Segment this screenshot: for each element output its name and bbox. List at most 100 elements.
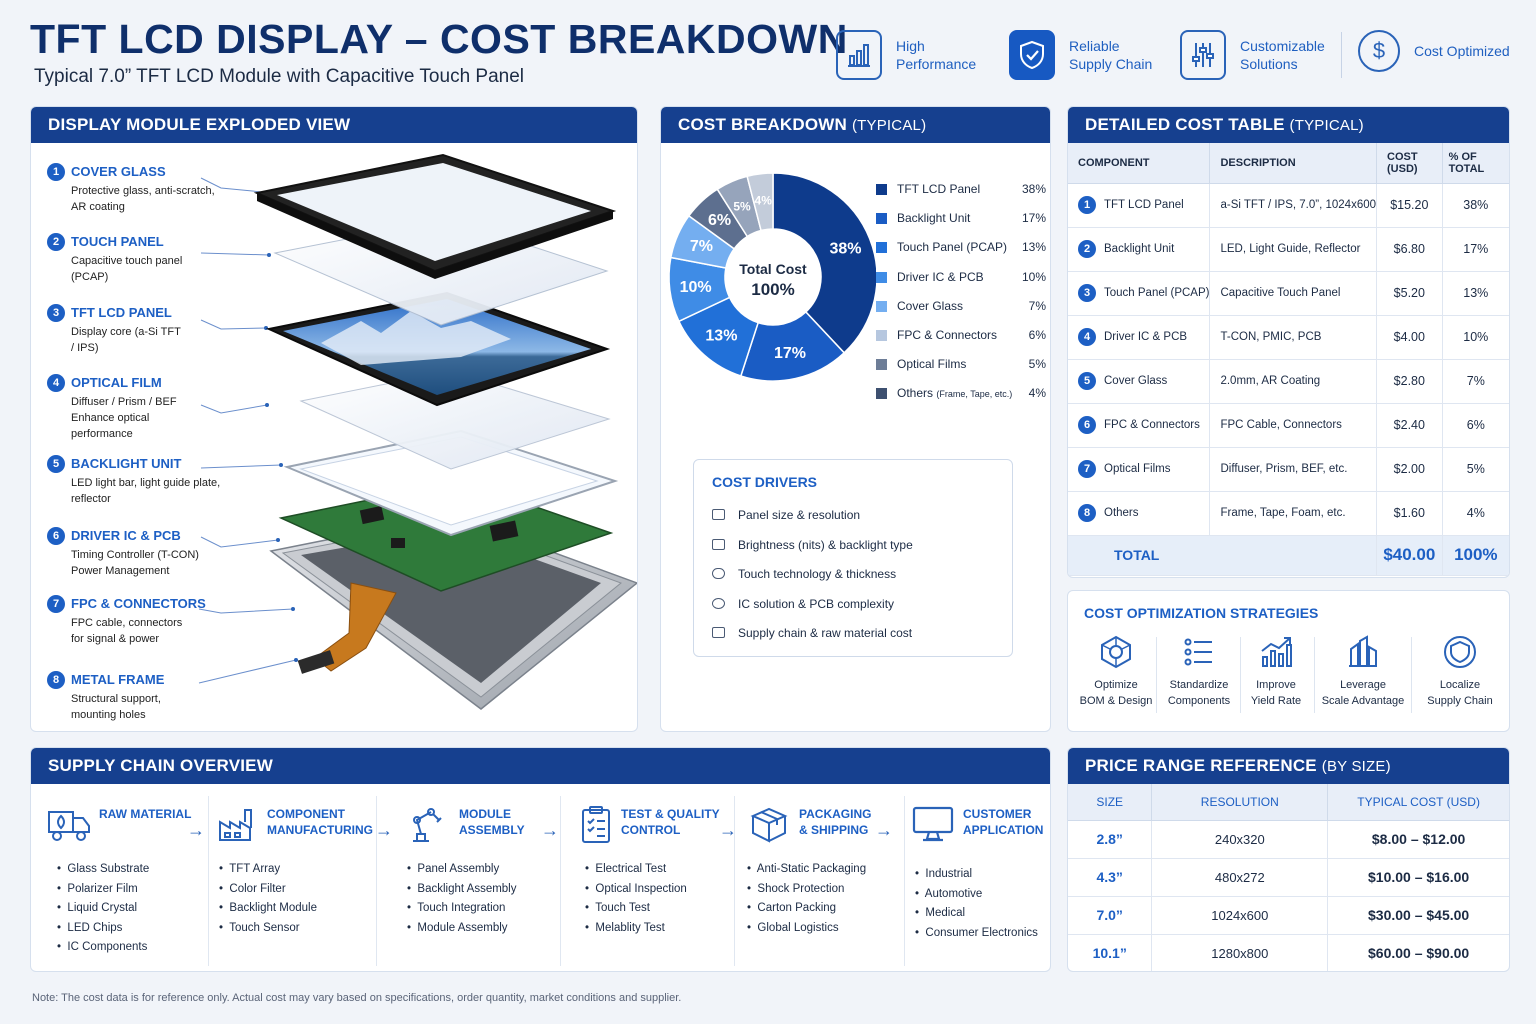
step-title-text: CONTROL bbox=[621, 823, 681, 837]
list-item: • Polarizer Film bbox=[57, 882, 138, 895]
strategy-label: Components bbox=[1167, 695, 1231, 707]
layer-number: 1 bbox=[47, 163, 65, 181]
description-cell: FPC Cable, Connectors bbox=[1209, 403, 1378, 448]
table-row: 7.0”1024x600$30.00 – $45.00 bbox=[1068, 896, 1509, 935]
legend-value: 5% bbox=[1028, 357, 1046, 372]
list-item-text: LED Chips bbox=[67, 921, 123, 934]
panel-title: PRICE RANGE REFERENCE bbox=[1085, 756, 1317, 775]
list-item: • Backlight Assembly bbox=[407, 882, 517, 895]
component-name: Optical Films bbox=[1104, 463, 1171, 475]
size-cell: 10.1” bbox=[1068, 934, 1153, 971]
legend-swatch bbox=[876, 213, 887, 225]
layer-number: 2 bbox=[47, 233, 65, 251]
list-item-text: Automotive bbox=[924, 887, 983, 900]
table-row: 2.8”240x320$8.00 – $12.00 bbox=[1068, 820, 1509, 859]
layer-title: METAL FRAME bbox=[71, 672, 165, 687]
strategy-label: BOM & Design bbox=[1079, 695, 1153, 707]
layer-title: BACKLIGHT UNIT bbox=[71, 456, 182, 471]
list-item: • Shock Protection bbox=[747, 882, 845, 895]
description-cell: T-CON, PMIC, PCB bbox=[1209, 315, 1378, 360]
cost-driver-text: IC solution & PCB complexity bbox=[738, 597, 895, 611]
layer-desc: LED light bar, light guide plate, reflec… bbox=[71, 477, 221, 505]
size-cell: 2.8” bbox=[1068, 820, 1153, 859]
pie-slice-label: 7% bbox=[690, 238, 713, 255]
feature-label: Solutions bbox=[1240, 56, 1298, 72]
step-title-text: TEST & QUALITY bbox=[621, 807, 720, 821]
list-item: • Carton Packing bbox=[747, 902, 837, 914]
pie-slice-label: 5% bbox=[733, 199, 751, 213]
pct-cell: 6% bbox=[1442, 403, 1509, 448]
list-item-text: Carton Packing bbox=[757, 902, 837, 914]
buildings-icon bbox=[1349, 635, 1377, 667]
layer-title: DRIVER IC & PCB bbox=[71, 528, 181, 543]
pct-cell: 7% bbox=[1442, 359, 1509, 404]
clipboard-icon bbox=[582, 806, 610, 843]
description-cell: 2.0mm, AR Coating bbox=[1209, 359, 1378, 404]
list-item-text: Panel Assembly bbox=[417, 863, 500, 875]
layer-number: 5 bbox=[47, 455, 65, 473]
cost-table: COMPONENT DESCRIPTION COST (USD) % OF TO… bbox=[1068, 143, 1509, 576]
pie-slice bbox=[739, 310, 846, 382]
layer-desc: Diffuser / Prism / BEF Enhance optical p… bbox=[71, 396, 177, 440]
panel-title: DETAILED COST TABLE bbox=[1085, 115, 1285, 134]
monitor-icon bbox=[912, 806, 954, 842]
cost-driver-item: Touch technology & thickness bbox=[712, 567, 896, 581]
step-title: PACKAGING& SHIPPING bbox=[799, 806, 871, 838]
component-name: Driver IC & PCB bbox=[1104, 331, 1188, 343]
step-list: • Glass Substrate • Polarizer Film • Liq… bbox=[57, 860, 149, 958]
list-item-text: Glass Substrate bbox=[67, 863, 150, 875]
pct-cell: 10% bbox=[1442, 315, 1509, 360]
divider bbox=[1240, 637, 1241, 713]
price-cell: $60.00 – $90.00 bbox=[1327, 934, 1509, 971]
total-label: TOTAL bbox=[1068, 535, 1378, 576]
strategy-label: Optimize bbox=[1094, 679, 1138, 691]
column-header: % OF TOTAL bbox=[1442, 143, 1509, 184]
supply-chain-panel: SUPPLY CHAIN OVERVIEW RAW MATERIAL • Gla… bbox=[30, 747, 1051, 972]
price-cell: $30.00 – $45.00 bbox=[1327, 896, 1509, 935]
step-list: • Electrical Test • Optical Inspection •… bbox=[585, 860, 687, 938]
bar-chart-icon bbox=[836, 30, 882, 80]
cost-driver-text: Brightness (nits) & backlight type bbox=[738, 538, 913, 552]
panel-header: COST BREAKDOWN (TYPICAL) bbox=[661, 107, 1050, 143]
list-item: • Glass Substrate bbox=[57, 863, 150, 875]
brightness-icon bbox=[712, 539, 725, 550]
list-item: • Touch Sensor bbox=[219, 921, 300, 934]
legend-value: 38% bbox=[1021, 182, 1046, 196]
list-item: • Industrial bbox=[915, 868, 973, 880]
list-item: • Color Filter bbox=[219, 882, 286, 895]
panel-header: SUPPLY CHAIN OVERVIEW bbox=[31, 748, 1050, 784]
list-item: • Backlight Module bbox=[219, 902, 317, 914]
legend-label-text: FPC & Connectors bbox=[897, 328, 998, 342]
layer-desc: Display core (a-Si TFT / IPS) bbox=[71, 326, 181, 354]
legend-swatch bbox=[876, 330, 887, 341]
legend-swatch bbox=[876, 242, 887, 254]
cost-cell: $4.00 bbox=[1376, 315, 1443, 360]
pie-center-label: Total Cost bbox=[739, 261, 807, 277]
legend-value: 13% bbox=[1021, 240, 1046, 255]
description-cell: a-Si TFT / IPS, 7.0”, 1024x600 bbox=[1209, 183, 1378, 228]
pct-cell: 5% bbox=[1442, 447, 1509, 492]
strategy-label: Standardize bbox=[1169, 679, 1229, 691]
component-name: Others bbox=[1104, 507, 1139, 519]
layer-number: 3 bbox=[47, 304, 65, 322]
list-item-text: Global Logistics bbox=[757, 921, 839, 934]
legend-label: FPC & Connectors bbox=[897, 328, 997, 342]
cost-driver-item: IC solution & PCB complexity bbox=[712, 597, 894, 611]
footnote: Note: The cost data is for reference onl… bbox=[32, 992, 682, 1004]
pie-slice-label: 13% bbox=[705, 328, 737, 345]
step-title-text: MANUFACTURING bbox=[267, 823, 373, 837]
layer-desc: Timing Controller (T-CON) Power Manageme… bbox=[71, 549, 199, 577]
